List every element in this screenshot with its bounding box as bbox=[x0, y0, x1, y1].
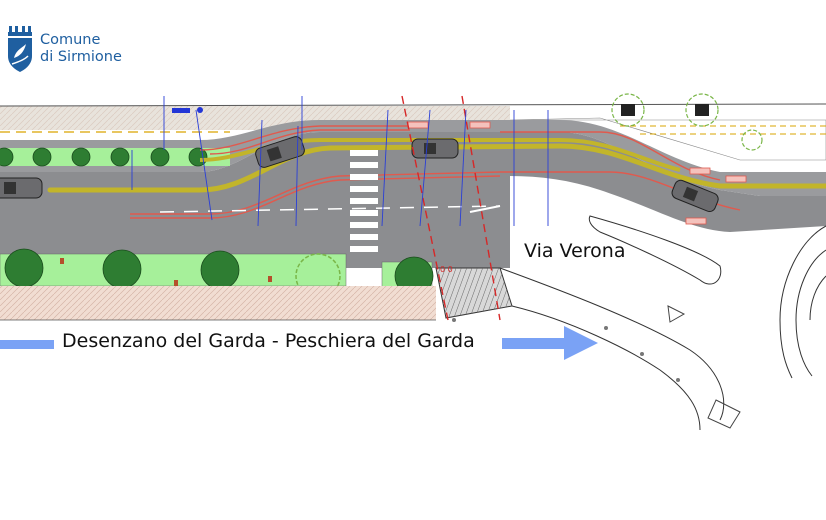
small-marker-posts bbox=[60, 258, 272, 286]
south-tree-row bbox=[4, 248, 434, 296]
comune-logo: Comune di Sirmione bbox=[6, 26, 122, 72]
car-icon bbox=[0, 177, 43, 199]
centerline bbox=[47, 143, 826, 193]
logo-line-1: Comune bbox=[40, 32, 101, 48]
main-carriageway bbox=[0, 132, 826, 268]
south-greenbelt bbox=[0, 253, 347, 287]
logo-line-2: di Sirmione bbox=[40, 49, 122, 65]
blue-marker bbox=[172, 108, 190, 113]
alignment-lines bbox=[401, 95, 501, 321]
annotation-marker: 0 0 bbox=[440, 265, 453, 274]
car-icon bbox=[255, 136, 305, 168]
direction-arrow-tail bbox=[0, 340, 54, 349]
municipal-crest-icon bbox=[8, 26, 32, 72]
direction-arrow-icon bbox=[502, 326, 598, 360]
zebra-crossing bbox=[350, 150, 378, 252]
car-icon bbox=[411, 138, 459, 159]
barrier-blocks bbox=[407, 121, 747, 225]
north-east-lane bbox=[509, 117, 826, 161]
car-icon bbox=[671, 179, 719, 213]
north-tree-row bbox=[0, 147, 208, 167]
blue-annotations bbox=[131, 96, 549, 227]
planter-icon bbox=[611, 93, 645, 127]
northern-curved-lane bbox=[0, 120, 826, 196]
street-signs bbox=[667, 305, 741, 429]
direction-label: Desenzano del Garda - Peschiera del Gard… bbox=[62, 330, 475, 352]
tree-outline-icon bbox=[295, 253, 341, 299]
planter-icon bbox=[685, 93, 719, 127]
roundabout-edge bbox=[779, 225, 826, 379]
street-label: Via Verona bbox=[524, 240, 626, 262]
via-verona-curbs bbox=[499, 215, 725, 431]
